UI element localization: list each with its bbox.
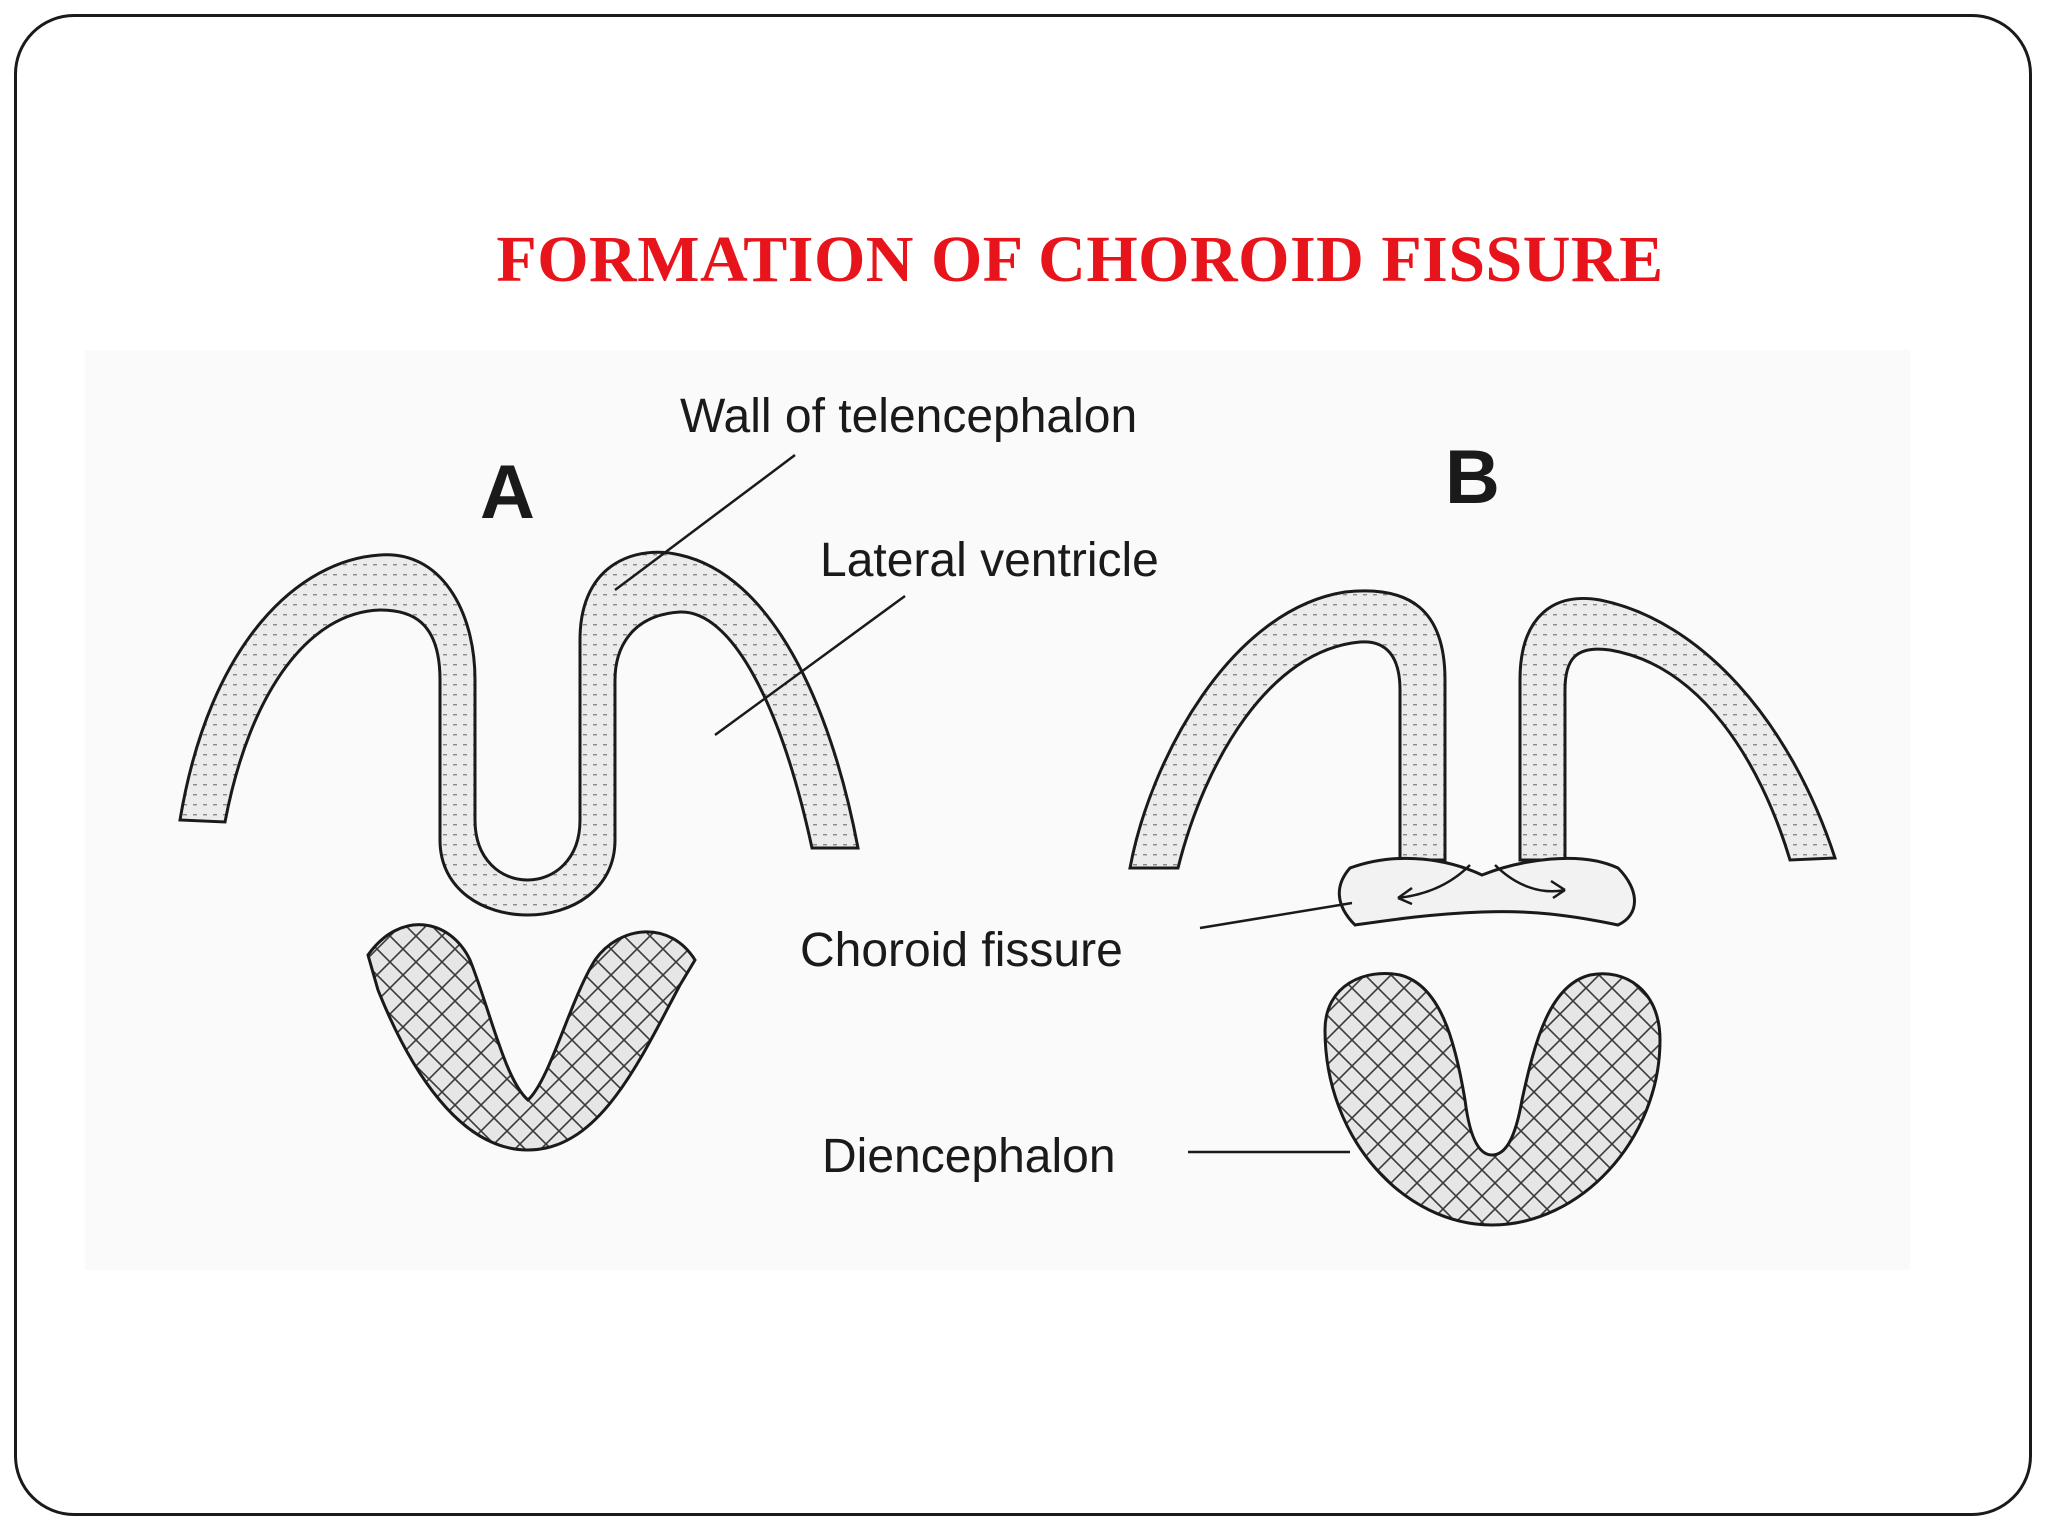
panel-b-diencephalon <box>1323 972 1662 1227</box>
leader-fissure <box>1199 901 1353 930</box>
fissure-arrow-right <box>1494 864 1566 900</box>
panel-a-diencephalon <box>366 923 697 1152</box>
panel-b-label: B <box>1445 435 1500 520</box>
panel-a-label: A <box>480 450 535 535</box>
diencephalon-label: Diencephalon <box>822 1130 1116 1183</box>
ventricle-label: Lateral ventricle <box>820 534 1159 587</box>
panel-a-telencephalon-wall <box>178 550 860 917</box>
leader-wall <box>614 454 796 591</box>
panel-b-left-wall <box>1128 589 1447 870</box>
wall-label: Wall of telencephalon <box>680 390 1137 443</box>
panel-b-right-wall <box>1518 597 1838 862</box>
fissure-arrow-left <box>1397 864 1471 906</box>
fissure-label: Choroid fissure <box>800 924 1123 977</box>
leader-ventricle <box>714 594 906 737</box>
slide-title: FORMATION OF CHOROID FISSURE <box>496 223 1664 296</box>
choroid-fissure-roof <box>1337 856 1636 927</box>
